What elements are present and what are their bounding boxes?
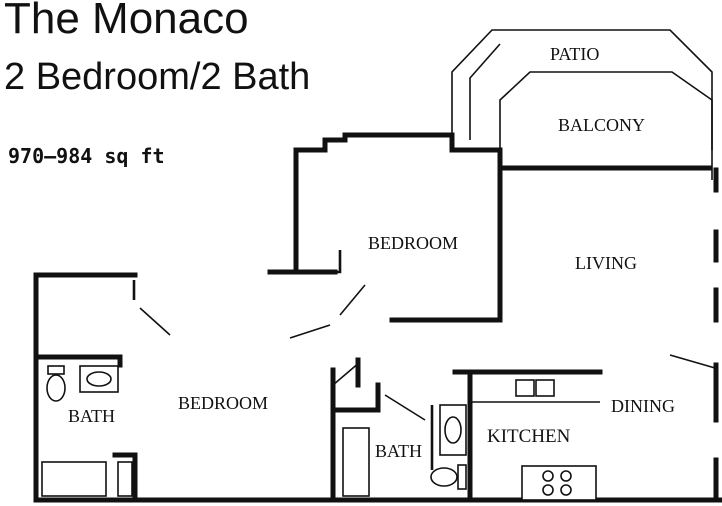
toilet-icon bbox=[430, 467, 458, 487]
kitchen-fixtures bbox=[515, 379, 597, 501]
left-bath-fixtures bbox=[41, 365, 133, 497]
room-label-bedroom-upper: BEDROOM bbox=[368, 233, 458, 253]
interior-walls bbox=[35, 250, 603, 503]
bathtub-icon bbox=[342, 427, 370, 497]
room-label-bath-center: BATH bbox=[375, 441, 422, 461]
room-label-living: LIVING bbox=[575, 253, 637, 273]
center-bath-fixtures bbox=[342, 404, 467, 497]
plan-subtitle: 2 Bedroom/2 Bath bbox=[4, 56, 311, 98]
bathtub-icon bbox=[41, 461, 107, 497]
door-swings bbox=[139, 284, 716, 421]
square-footage: 970–984 sq ft bbox=[8, 144, 165, 168]
patio-outline bbox=[451, 29, 713, 150]
room-label-kitchen: KITCHEN bbox=[487, 426, 571, 447]
room-label-balcony: BALCONY bbox=[558, 115, 645, 135]
balcony-outline bbox=[499, 71, 713, 180]
room-label-bath-left: BATH bbox=[68, 406, 115, 426]
sink-icon bbox=[515, 379, 535, 397]
room-label-dining: DINING bbox=[611, 396, 675, 416]
stove-icon bbox=[521, 465, 597, 501]
room-label-patio: PATIO bbox=[550, 44, 599, 64]
room-label-bedroom-lower: BEDROOM bbox=[178, 393, 268, 413]
exterior-walls bbox=[33, 132, 722, 503]
toilet-icon bbox=[46, 374, 66, 402]
plan-title: The Monaco bbox=[4, 0, 249, 43]
